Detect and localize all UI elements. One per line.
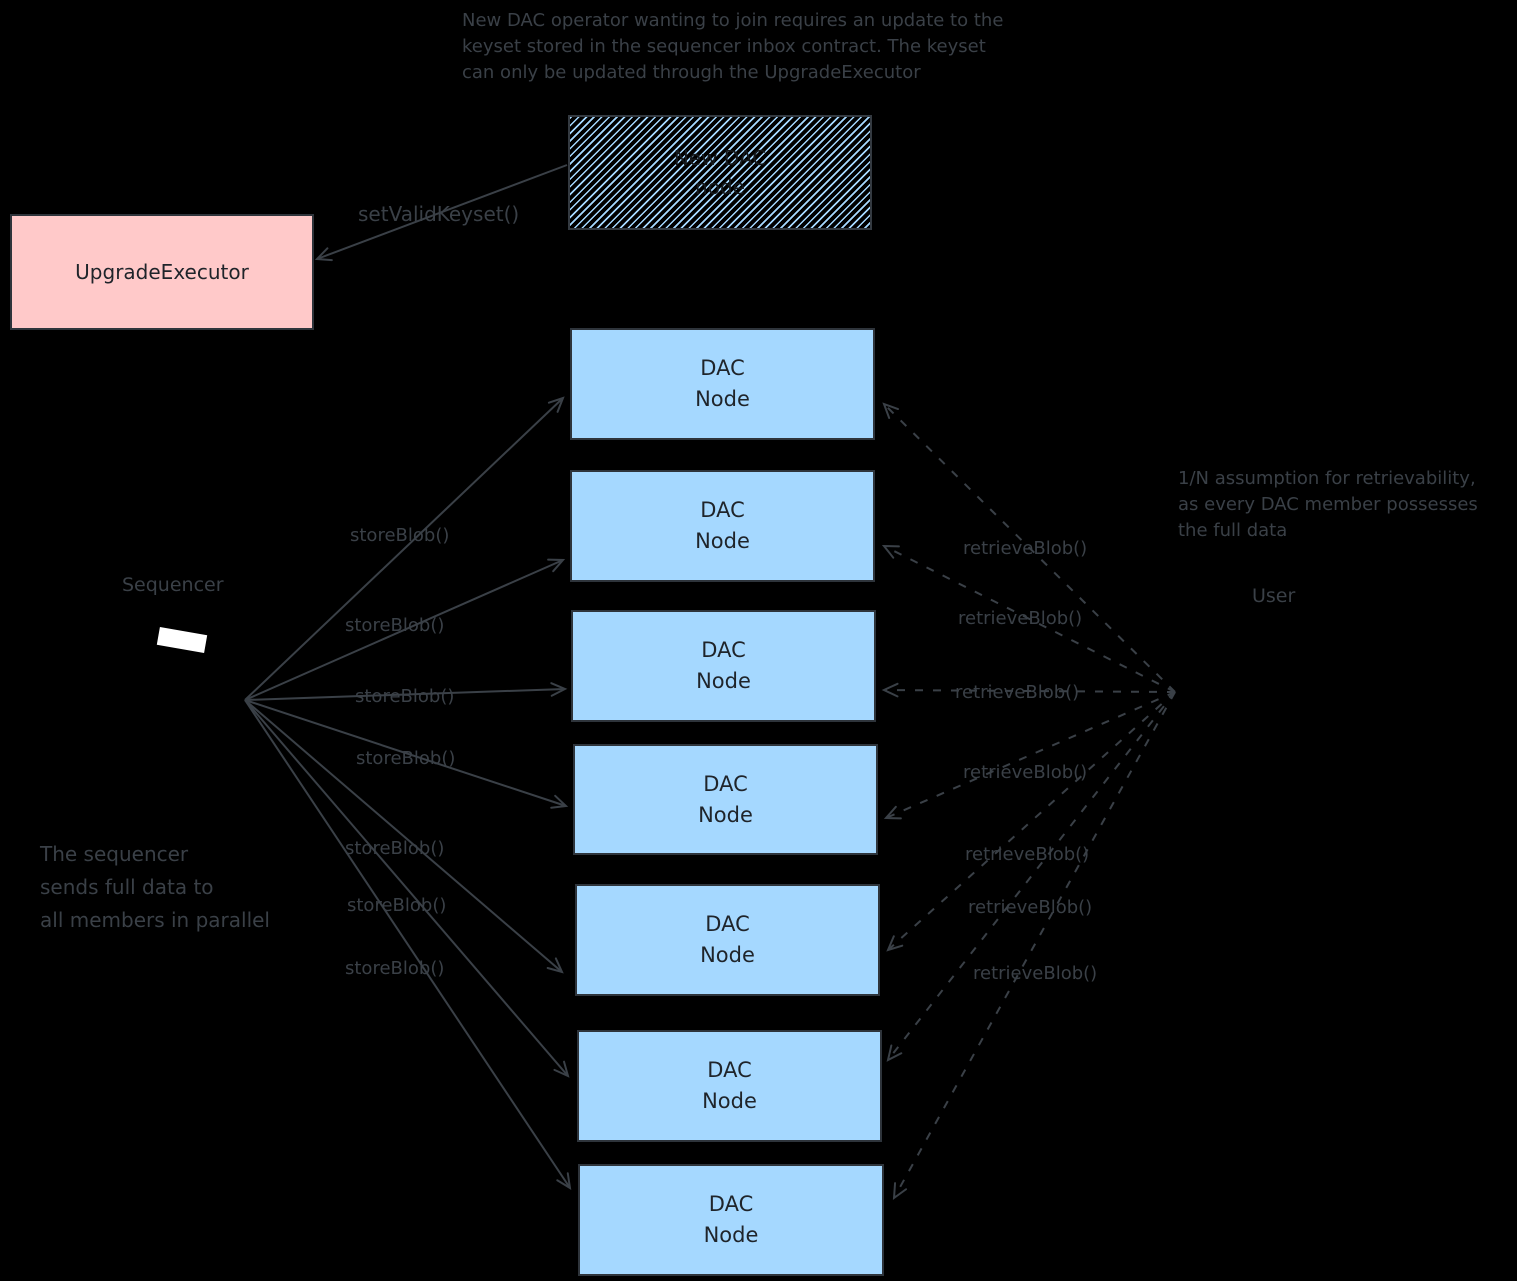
dac-node-box: DAC Node (570, 470, 875, 582)
retrieve-blob-arrow (881, 682, 1176, 698)
retrieve-blob-arrow (883, 691, 1176, 820)
store-blob-arrow (244, 682, 568, 701)
dac-node-box: DAC Node (575, 884, 880, 996)
note-keyset-update: New DAC operator wanting to join require… (462, 10, 1004, 83)
store-blob-arrow (244, 699, 564, 974)
retrieve-blob-arrow (881, 544, 1176, 693)
edge-label-retrieve-blob: retrieveBlob() (958, 608, 1083, 629)
dac-node-label: DAC Node (700, 912, 755, 967)
edge-label-store-blob: storeBlob() (356, 748, 456, 769)
store-blob-arrow (244, 699, 572, 1190)
new-dac-node-box: New DAC node (568, 115, 872, 230)
edge-label-store-blob: storeBlob() (347, 895, 447, 916)
edge-label-retrieve-blob: retrieveBlob() (963, 538, 1088, 559)
dac-node-box: DAC Node (578, 1164, 884, 1276)
edge-label-retrieve-blob: retrieveBlob() (968, 897, 1093, 918)
upgrade-executor-label: UpgradeExecutor (75, 260, 249, 284)
dac-node-label: DAC Node (695, 498, 750, 553)
dac-node-label: DAC Node (698, 771, 753, 827)
dac-node-box: DAC Node (577, 1030, 882, 1142)
edge-label-store-blob: storeBlob() (355, 686, 455, 707)
edge-label-retrieve-blob: retrieveBlob() (965, 844, 1090, 865)
store-blob-arrow (244, 699, 569, 809)
dac-node-box: DAC Node (571, 610, 876, 722)
dac-node-box: DAC Node (570, 328, 875, 440)
edge-label-retrieve-blob: retrieveBlob() (973, 963, 1098, 984)
dac-node-label: DAC Node (695, 356, 750, 411)
dac-node-label: DAC Node (696, 638, 751, 693)
retrieve-blob-arrow (886, 691, 1176, 1062)
upgrade-executor-box: UpgradeExecutor (10, 214, 314, 330)
edge-label-retrieve-blob: retrieveBlob() (963, 762, 1088, 783)
edge-label-retrieve-blob: retrieveBlob() (955, 682, 1080, 703)
store-blob-arrow (244, 699, 570, 1078)
store-blob-arrow (244, 396, 565, 701)
note-parallel-send: The sequencer sends full data to all mem… (40, 842, 270, 932)
edge-label-store-blob: storeBlob() (345, 958, 445, 979)
edge-label-set-valid-keyset: setValidKeyset() (358, 202, 520, 226)
user-label: User (1252, 585, 1296, 607)
new-dac-node-label: New DAC node (673, 145, 767, 199)
retrieve-blob-arrow (892, 691, 1176, 1201)
dac-node-label: DAC Node (702, 1058, 757, 1113)
sequencer-label: Sequencer (122, 574, 224, 596)
retrieve-blob-arrow (882, 402, 1176, 693)
set-valid-keyset-arrow (314, 164, 568, 262)
edge-label-store-blob: storeBlob() (350, 525, 450, 546)
note-retrievability: 1/N assumption for retrievability, as ev… (1178, 468, 1478, 541)
dac-node-label: DAC Node (703, 1192, 759, 1247)
edge-label-store-blob: storeBlob() (345, 615, 445, 636)
dac-node-box: DAC Node (573, 744, 878, 855)
edge-label-store-blob: storeBlob() (345, 838, 445, 859)
store-blob-arrow (244, 558, 566, 701)
